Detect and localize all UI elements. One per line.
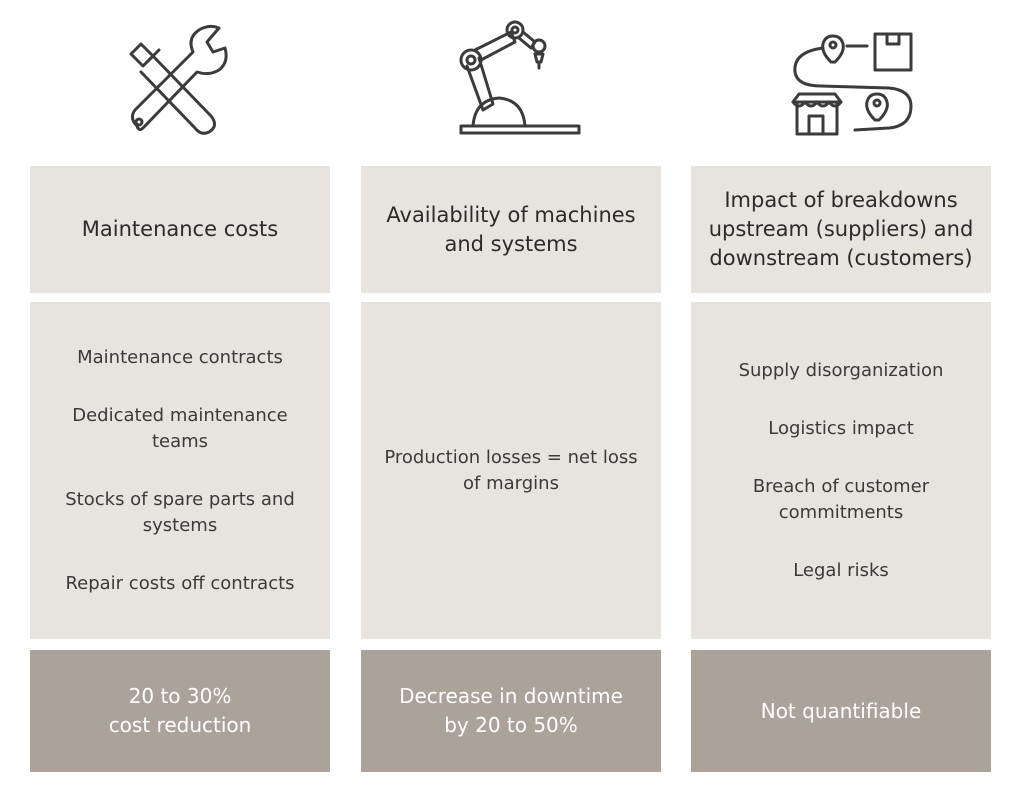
list-item: Maintenance contracts bbox=[77, 346, 283, 368]
result-text: Not quantifiable bbox=[760, 698, 922, 723]
result-downtime-decrease: Decrease in downtime by 20 to 50% bbox=[361, 650, 661, 772]
column-header-breakdown-impact: Impact of breakdowns upstream (suppliers… bbox=[691, 166, 991, 293]
column-header-availability: Availability of machines and systems bbox=[361, 166, 661, 293]
list-item: Production losses = net loss of margins bbox=[384, 446, 638, 494]
header-text: Maintenance costs bbox=[81, 217, 279, 241]
result-text: Decrease in downtime by 20 to 50% bbox=[399, 684, 623, 737]
list-item: Dedicated maintenance teams bbox=[72, 404, 288, 452]
list-item: Supply disorganization bbox=[738, 359, 944, 381]
list-item: Legal risks bbox=[793, 559, 889, 581]
header-text: Availability of machines and systems bbox=[386, 202, 636, 256]
header-text: Impact of breakdowns upstream (suppliers… bbox=[708, 188, 974, 270]
list-item: Stocks of spare parts and systems bbox=[65, 488, 295, 536]
wrench-screwdriver-icon bbox=[101, 14, 261, 144]
result-text: 20 to 30% cost reduction bbox=[108, 684, 252, 737]
breakdown-impact-list: Supply disorganization Logistics impact … bbox=[691, 302, 991, 639]
list-item: Breach of customer commitments bbox=[752, 475, 930, 523]
column-header-maintenance-costs: Maintenance costs bbox=[30, 166, 330, 293]
supply-chain-route-icon bbox=[771, 14, 931, 144]
availability-factors-list: Production losses = net loss of margins bbox=[361, 302, 661, 639]
list-item: Repair costs off contracts bbox=[65, 572, 295, 594]
robotic-arm-icon bbox=[431, 14, 591, 144]
result-not-quantifiable: Not quantifiable bbox=[691, 650, 991, 772]
list-item: Logistics impact bbox=[768, 417, 914, 439]
cost-factors-list: Maintenance contracts Dedicated maintena… bbox=[30, 302, 330, 639]
result-cost-reduction: 20 to 30% cost reduction bbox=[30, 650, 330, 772]
